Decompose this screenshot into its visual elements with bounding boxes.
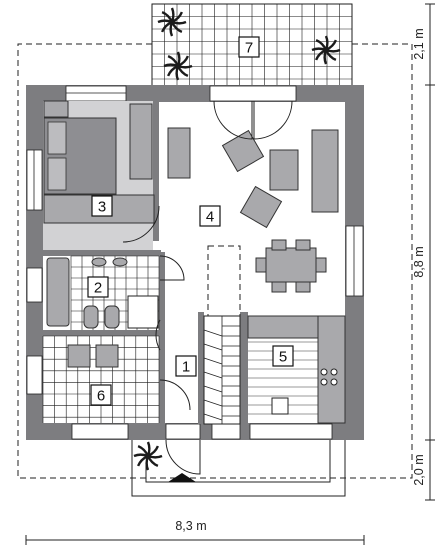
room-number: 2 — [94, 280, 102, 297]
wardrobe — [129, 103, 153, 180]
toilet — [83, 305, 99, 329]
room-7-terrace-label: 7 — [238, 36, 260, 58]
dimension-terrace: 2,1 m — [412, 28, 426, 59]
dimension-lines — [25, 3, 435, 545]
sink-right — [112, 257, 128, 267]
room-number: 6 — [97, 388, 105, 405]
dimension-width: 8,3 m — [175, 519, 206, 533]
plant-icon — [133, 441, 163, 471]
staircase — [203, 315, 241, 425]
room-number: 1 — [182, 359, 190, 376]
dryer — [95, 344, 119, 368]
plant-icon — [311, 35, 341, 65]
room-1-hall-label: 1 — [175, 355, 197, 377]
room-number: 4 — [206, 209, 214, 226]
doors — [122, 100, 293, 475]
dimension-depth: 8,8 m — [412, 246, 426, 277]
double-bed — [43, 100, 155, 224]
plant-icon — [157, 7, 187, 37]
bidet — [104, 305, 120, 329]
kitchen-counters — [247, 315, 346, 424]
room-2-bathroom-label: 2 — [87, 276, 109, 298]
room-number: 5 — [279, 349, 287, 366]
stair-upper-outline — [207, 245, 241, 317]
room-6-utility-label: 6 — [90, 384, 112, 406]
interior-walls — [43, 101, 248, 424]
room-4-living-label: 4 — [199, 205, 221, 227]
entrance-path — [131, 440, 346, 497]
room-5-kitchen-label: 5 — [272, 345, 294, 367]
plant-icon — [163, 51, 193, 81]
shower — [127, 295, 159, 329]
plants — [133, 7, 341, 471]
wall-openings — [26, 85, 364, 440]
living-furniture — [167, 127, 339, 229]
bathtub — [46, 257, 70, 327]
room-number: 7 — [245, 40, 253, 57]
room-number: 3 — [98, 199, 106, 216]
sink-left — [91, 257, 107, 267]
plot-boundary — [17, 43, 413, 479]
room-3-bedroom-label: 3 — [91, 195, 113, 217]
washing-machine — [67, 344, 91, 368]
dining-set — [255, 239, 327, 293]
dimension-entrance: 2,0 m — [412, 454, 426, 485]
